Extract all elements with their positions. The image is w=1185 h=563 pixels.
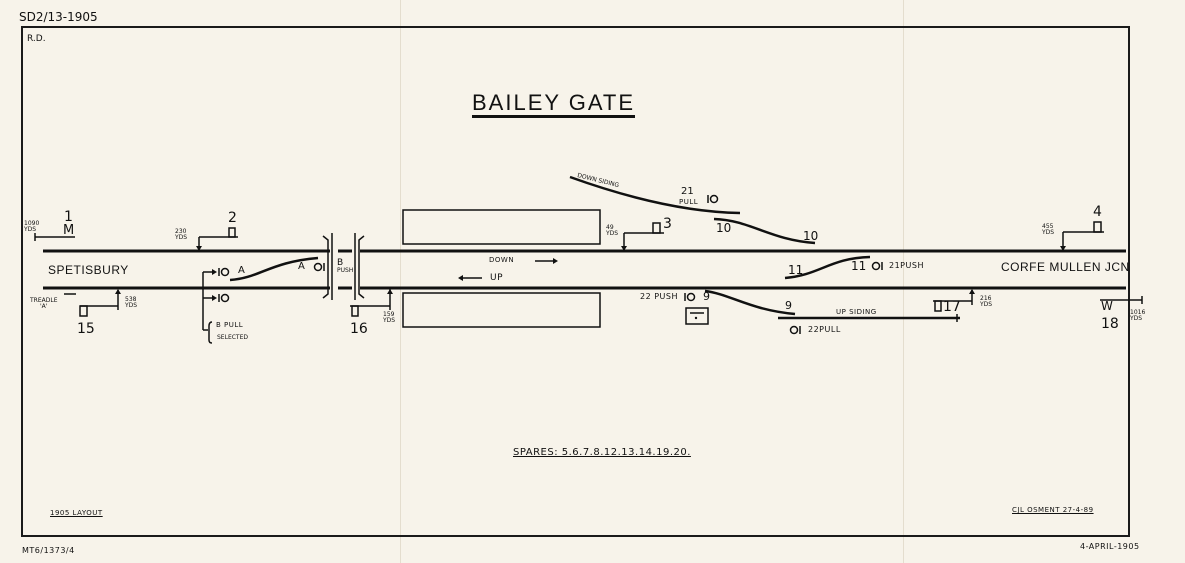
down-platform	[402, 209, 601, 245]
station-spetisbury: SPETISBURY	[48, 263, 129, 277]
signal-15-number: 15	[77, 321, 95, 337]
signal-1-number: 1	[64, 209, 73, 225]
paper-fold	[903, 0, 904, 563]
signal-18-number: 18	[1101, 316, 1119, 332]
paper-fold	[400, 0, 401, 563]
points-9-label: 9	[703, 290, 710, 303]
archive-ref: MT6/1373/4	[22, 546, 75, 555]
signal-3-number: 3	[663, 216, 672, 232]
points-11-label: 11	[788, 263, 804, 277]
crossover-11	[784, 255, 871, 280]
author-credit: CJL OSMENT 27-4-89	[1012, 506, 1094, 514]
ground-signal-a-label: A	[238, 265, 245, 276]
points-a-label: A	[298, 261, 305, 272]
lever-22-pull: 22PULL	[808, 325, 841, 334]
signal-2-number: 2	[228, 210, 237, 226]
drawing-date: 4-APRIL-1905	[1080, 542, 1140, 551]
crossing-gate	[358, 235, 365, 299]
signal-18-glyph: W	[1101, 299, 1113, 313]
spares-list: SPARES: 5.6.7.8.12.13.14.19.20.	[513, 447, 691, 458]
initials: R.D.	[27, 34, 46, 44]
crossing-gate	[322, 235, 329, 299]
points-10-label: 10	[803, 229, 819, 243]
points-10-label: 10	[716, 221, 732, 235]
b-pull-label: B PULL	[216, 321, 244, 329]
up-siding-points-9	[704, 289, 796, 316]
direction-up: UP	[490, 273, 504, 283]
signal-4-number: 4	[1093, 204, 1102, 220]
treadle-label: TREADLE'A'	[30, 297, 58, 310]
ground-frame	[685, 307, 709, 325]
page-title: BAILEY GATE	[472, 92, 636, 118]
lever-21-push: 21PUSH	[889, 261, 924, 270]
lever-22-push: 22 PUSH	[640, 292, 678, 301]
siding-points-10	[713, 217, 816, 245]
signal-1-glyph: M	[63, 223, 75, 238]
direction-down: DOWN	[489, 256, 515, 264]
lever-21-pull: PULL	[679, 198, 699, 206]
lever-21-number: 21	[681, 186, 694, 197]
crossover-a	[229, 256, 319, 282]
drawing-ref: SD2/13-1905	[19, 10, 98, 24]
up-platform	[402, 292, 601, 328]
points-11-label: 11	[851, 259, 867, 273]
up-siding-label: UP SIDING	[836, 308, 877, 316]
selected-label: SELECTED	[217, 334, 248, 341]
station-corfe-mullen: CORFE MULLEN JCN	[1001, 260, 1130, 274]
signal-16-number: 16	[350, 321, 368, 337]
signal-17-number: 17	[943, 299, 961, 315]
drawing-frame	[21, 26, 1130, 537]
layout-note: 1905 LAYOUT	[50, 509, 103, 517]
points-9-label: 9	[785, 299, 792, 312]
down-siding-track	[569, 175, 741, 215]
